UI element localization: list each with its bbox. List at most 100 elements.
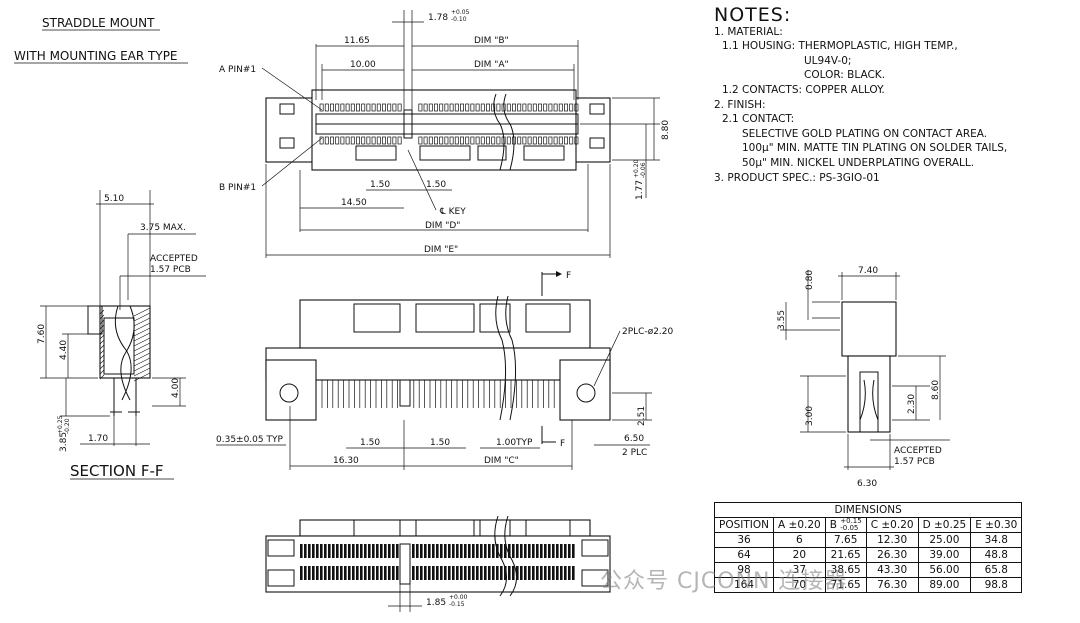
dim-1-70: 1.70 [88,434,108,444]
dim-c-label: DIM "C" [484,456,519,466]
note-line: UL94V-0; [804,54,852,67]
table-cell: 89.00 [917,577,972,593]
dim-3-85-tol-minus: -0.20 [64,418,71,434]
dim-3-85-tol-plus: +0.25 [57,415,64,434]
dim-2-51: 2.51 [637,406,647,426]
table-cell: 76.30 [865,577,919,593]
header-position: POSITION [714,517,774,533]
note-line: 50μ" MIN. NICKEL UNDERPLATING OVERALL. [742,156,975,169]
table-cell: 98 [714,562,774,578]
dim-6-30: 6.30 [857,479,877,489]
header-c: C ±0.20 [865,517,919,533]
title-mounting-ear: WITH MOUNTING EAR TYPE [14,49,178,63]
top-view-contacts [319,103,579,145]
dim-3-85: 3.85 [59,432,69,452]
front-view: F F 2PLC-ø2.20 0.35±0.05 TYP 1.50 1.50 1… [216,271,674,470]
bottom-view-pins [300,544,575,580]
note-line: 2.1 CONTACT: [722,113,795,126]
title-block: STRADDLE MOUNT WITH MOUNTING EAR TYPE [14,16,188,64]
table-cell: 71.65 [824,577,867,593]
note-line: 1.1 HOUSING: THERMOPLASTIC, HIGH TEMP., [722,40,958,53]
dim-1-50-front-b: 1.50 [430,438,450,448]
dim-14-50: 14.50 [341,198,367,208]
bottom-view: 1.85 +0.00 -0.15 [265,515,611,612]
table-row: 98 37 38.65 43.30 56.00 65.8 [714,562,1023,578]
front-view-pins [321,380,555,408]
dim-1-50-b: 1.50 [426,180,446,190]
side-accepted-label: ACCEPTED [894,446,942,456]
table-row: 36 6 7.65 12.30 25.00 34.8 [714,532,1023,548]
header-b-label: B [829,519,837,531]
header-d: D ±0.25 [917,517,972,533]
table-cell: 36 [714,532,774,548]
dim-4-40: 4.40 [59,340,69,360]
table-cell: 43.30 [865,562,919,578]
table-cell: 39.00 [917,547,972,563]
top-view: 1.78 +0.05 -0.10 11.65 DIM "B" 10.00 DIM… [219,9,671,258]
dim-5-10: 5.10 [104,194,124,204]
header-b-tol-plus: +0.15 [840,517,862,525]
key-label: ℄ KEY [439,207,466,217]
dim-2-plc: 2 PLC [622,448,647,458]
title-straddle-mount: STRADDLE MOUNT [42,16,155,30]
dim-16-30: 16.30 [333,456,359,466]
dim-1-77: 1.77 [635,180,645,200]
dim-10-00: 10.00 [350,60,376,70]
note-line: COLOR: BLACK. [804,69,886,82]
plc-hole-label: 2PLC-ø2.20 [622,327,674,337]
f-mark-top: F [566,271,571,281]
dim-b-label: DIM "B" [474,36,509,46]
dim-8-80: 8.80 [661,120,671,140]
table-cell: 26.30 [865,547,919,563]
dim-1-50-front-a: 1.50 [360,438,380,448]
table-cell: 7.65 [824,532,867,548]
dim-11-65: 11.65 [344,36,370,46]
table-cell: 164 [714,577,774,593]
table-cell: 98.8 [970,577,1023,593]
dim-1-78-tol-plus: +0.05 [451,9,470,16]
note-line: 1.2 CONTACTS: COPPER ALLOY. [722,83,885,96]
table-cell: 21.65 [824,547,867,563]
header-b: B +0.15 -0.05 [824,517,867,533]
dim-0-80: 0.80 [805,270,815,290]
dim-2-30: 2.30 [907,394,917,414]
pcb-thickness-label: 1.57 PCB [150,265,191,275]
accepted-pcb-label: ACCEPTED [150,254,198,264]
note-line: 100μ" MIN. MATTE TIN PLATING ON SOLDER T… [742,142,1008,155]
table-cell: 12.30 [865,532,919,548]
header-b-tol-minus: -0.05 [840,524,859,532]
side-pcb-label: 1.57 PCB [894,457,935,467]
dim-6-50: 6.50 [624,434,644,444]
table-cell: 64 [714,547,774,563]
dim-1-85-tol-plus: +0.00 [449,594,468,601]
dim-7-60: 7.60 [37,324,47,344]
note-line: 2. FINISH: [714,98,766,111]
dim-1-85: 1.85 [426,598,446,608]
table-cell: 56.00 [917,562,972,578]
section-f-f-title: SECTION F-F [70,462,164,480]
table-cell: 70 [773,577,826,593]
watermark: 公众号 CJCONN 连接器 [600,569,848,594]
dim-0-35: 0.35±0.05 TYP [216,435,283,445]
dim-1-78-tol-minus: -0.10 [451,16,467,23]
dimensions-table: DIMENSIONS POSITION A ±0.20 B +0.15 -0.0… [713,502,1023,593]
side-view: 7.40 0.80 3.55 3.00 2.30 8.60 ACCEPTED 1… [777,266,950,489]
dim-3-75-max: 3.75 MAX. [140,223,186,233]
header-e: E ±0.30 [970,517,1023,533]
dim-1-00-typ: 1.00TYP [496,438,533,448]
section-f-f-view: 5.10 3.75 MAX. ACCEPTED 1.57 PCB 7.60 4.… [37,190,206,480]
dim-3-00: 3.00 [805,406,815,426]
dimensions-table-title: DIMENSIONS [713,502,1023,518]
dim-a-label: DIM "A" [474,60,509,70]
header-a: A ±0.20 [773,517,826,533]
table-row: 164 70 71.65 76.30 89.00 98.8 [714,577,1023,593]
f-mark-bottom: F [560,439,565,449]
dim-d-label: DIM "D" [425,221,460,231]
notes-heading: NOTES: [714,4,792,26]
b-pin-label: B PIN#1 [219,183,256,193]
dim-4-00: 4.00 [171,378,181,398]
dim-1-85-tol-minus: -0.15 [449,601,465,608]
table-cell: 25.00 [917,532,972,548]
note-line: 3. PRODUCT SPEC.: PS-3GIO-01 [714,171,880,184]
